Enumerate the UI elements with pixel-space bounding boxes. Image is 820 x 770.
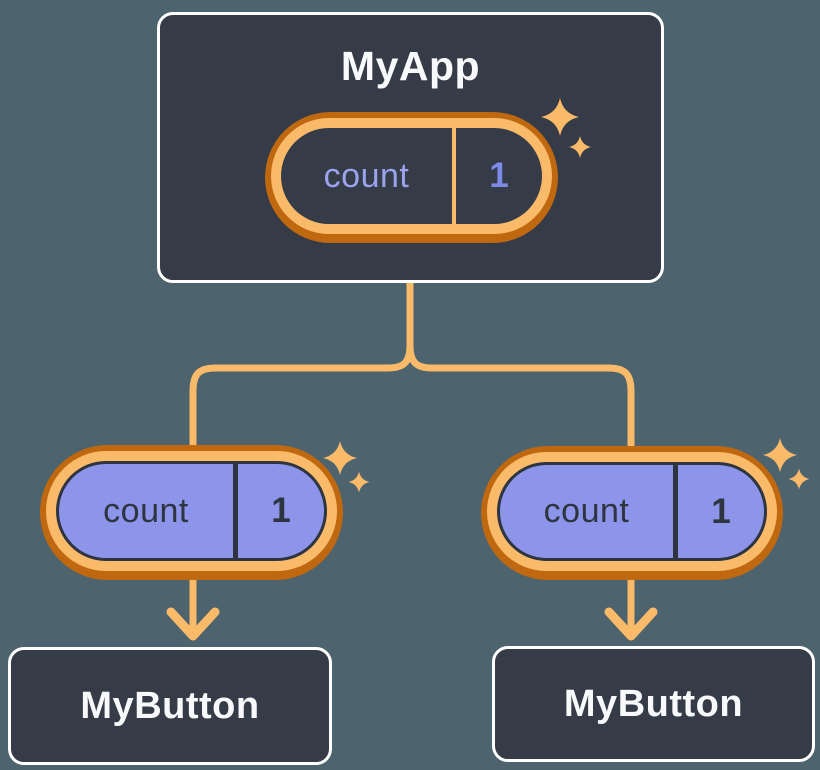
state-name: count xyxy=(543,492,630,530)
arrow-down-icon xyxy=(166,607,220,641)
child-node: MyButton xyxy=(492,646,815,762)
root-node-title: MyApp xyxy=(340,43,481,89)
arrow-down-icon xyxy=(604,607,658,641)
state-pill-content: count 1 xyxy=(56,461,327,561)
state-name: count xyxy=(323,156,410,195)
state-value: 1 xyxy=(711,491,731,531)
state-pill: count 1 xyxy=(265,112,558,243)
child-node-title: MyButton xyxy=(80,684,260,727)
state-pill-content: count 1 xyxy=(497,462,767,561)
branch-right-line xyxy=(406,344,635,634)
child-node-title: MyButton xyxy=(563,682,744,725)
state-pill-ring: count 1 xyxy=(271,118,552,234)
state-name: count xyxy=(103,491,189,530)
state-pill-divider xyxy=(673,465,678,558)
child-node: MyButton xyxy=(8,647,332,765)
state-pill-content: count 1 xyxy=(281,128,542,224)
state-pill-divider xyxy=(452,128,456,224)
state-pill: count 1 xyxy=(481,446,783,580)
state-pill-ring: count 1 xyxy=(487,452,777,571)
state-pill-ring: count 1 xyxy=(46,451,337,571)
state-value: 1 xyxy=(271,491,291,530)
root-node: MyApp count 1 xyxy=(157,12,664,283)
state-value: 1 xyxy=(489,156,509,195)
state-pill: count 1 xyxy=(40,445,343,580)
state-pill-divider xyxy=(233,464,238,558)
